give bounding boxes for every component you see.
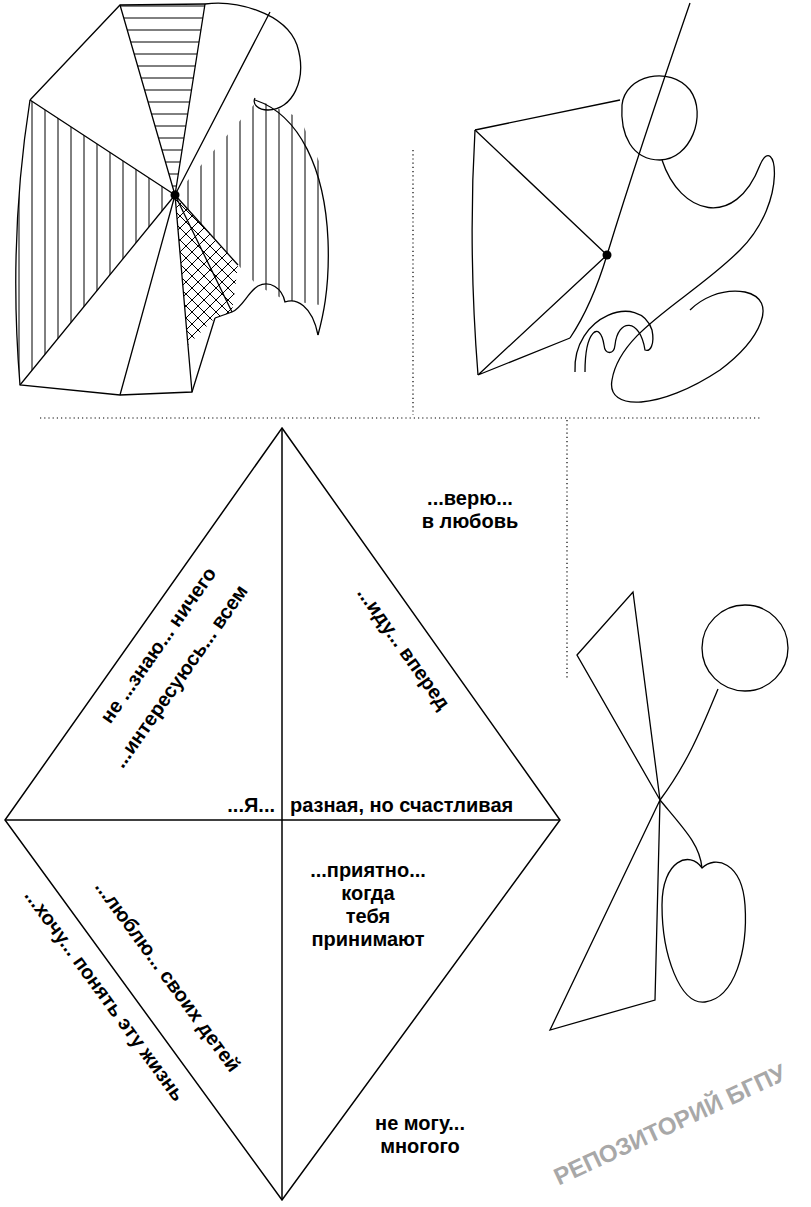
figure-curve	[570, 3, 690, 338]
abstract-figure-three	[550, 592, 788, 1030]
figure-blob	[205, 3, 301, 110]
separator-line	[412, 150, 413, 415]
center-dot	[603, 251, 612, 260]
phrase-text: ...Я...	[227, 795, 275, 815]
figure-outline	[16, 100, 215, 395]
hatch-area	[120, 4, 205, 195]
diamond-node: не ...знаю... ничего...интересуюсь... вс…	[0, 420, 575, 1207]
separator-line	[40, 417, 760, 418]
phrase-text: ...приятно... когда тебя принимают	[309, 859, 428, 951]
figure-triangle	[577, 592, 660, 800]
phrase-text: ...верю... в любовь	[420, 487, 520, 533]
center-dot	[171, 191, 180, 200]
abstract-figure-one	[16, 3, 329, 395]
phrase-text: разная, но счастливая	[290, 795, 513, 815]
figure-outline	[475, 100, 620, 130]
figure-blob	[622, 76, 697, 160]
figure-apple	[662, 860, 745, 1003]
hatch-area	[175, 195, 238, 345]
figure-outline	[255, 100, 328, 335]
figure-outline	[30, 4, 205, 100]
separator-line	[566, 420, 567, 680]
figure-outline	[472, 130, 478, 375]
figure-outline	[475, 130, 607, 375]
figure-triangle	[550, 800, 660, 1030]
figure-stem	[660, 689, 718, 800]
phrase-text: ...хочу... понять эту жизнь	[21, 885, 188, 1104]
figure-arches	[575, 311, 653, 372]
figure-circle	[702, 605, 788, 691]
figure-curve	[612, 156, 775, 403]
abstract-figure-two	[472, 3, 774, 402]
diamond-divider	[281, 428, 283, 1200]
figure-stem	[660, 800, 702, 868]
radial-lines	[20, 4, 270, 395]
watermark: РЕПОЗИТОРИЙ БГПУ	[550, 1061, 790, 1190]
diamond-border	[5, 428, 560, 1200]
separator-lines	[40, 150, 760, 680]
phrase-text: не могу... многого	[374, 1112, 467, 1158]
